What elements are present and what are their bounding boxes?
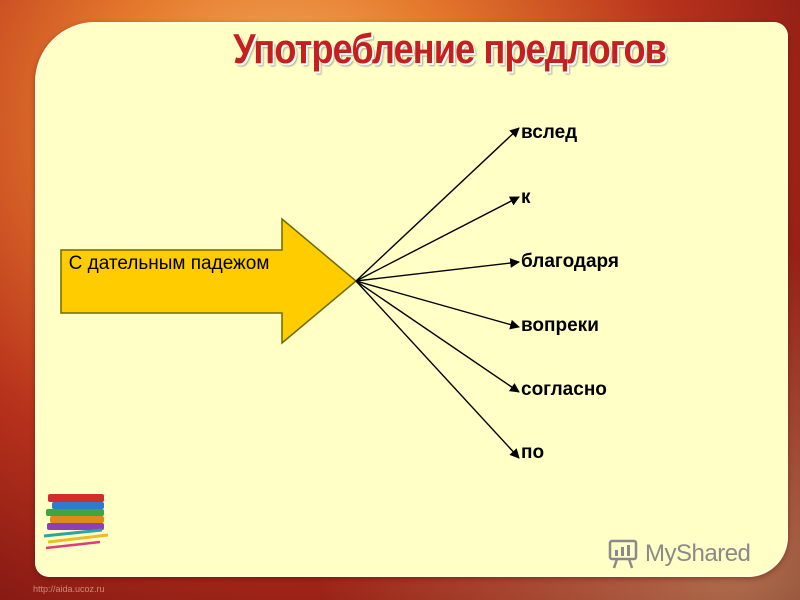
preposition-blagodarya: благодаря — [521, 251, 619, 272]
preposition-vsled: вслед — [521, 122, 578, 143]
connector-arrow — [355, 258, 520, 282]
connector-arrow — [355, 280, 520, 393]
footer-url: http://aida.ucoz.ru — [33, 584, 105, 594]
preposition-vopreki: вопреки — [521, 315, 599, 336]
connector-arrow — [355, 280, 520, 330]
myshared-logo-icon — [608, 539, 638, 569]
preposition-po: по — [521, 442, 545, 463]
connector-arrow — [355, 196, 520, 282]
watermark-text: MyShared — [645, 540, 751, 567]
connector-lines — [355, 127, 520, 459]
source-label: С дательным падежом — [68, 253, 270, 274]
connector-arrow — [355, 127, 520, 282]
preposition-k: к — [521, 187, 531, 208]
connector-arrow — [355, 280, 520, 459]
source-block-arrow — [60, 217, 358, 345]
myshared-watermark: MyShared — [607, 534, 751, 574]
books-icon — [43, 494, 109, 550]
slide-title: Употребление предлогов — [233, 25, 667, 72]
preposition-soglasno: согласно — [521, 379, 607, 400]
